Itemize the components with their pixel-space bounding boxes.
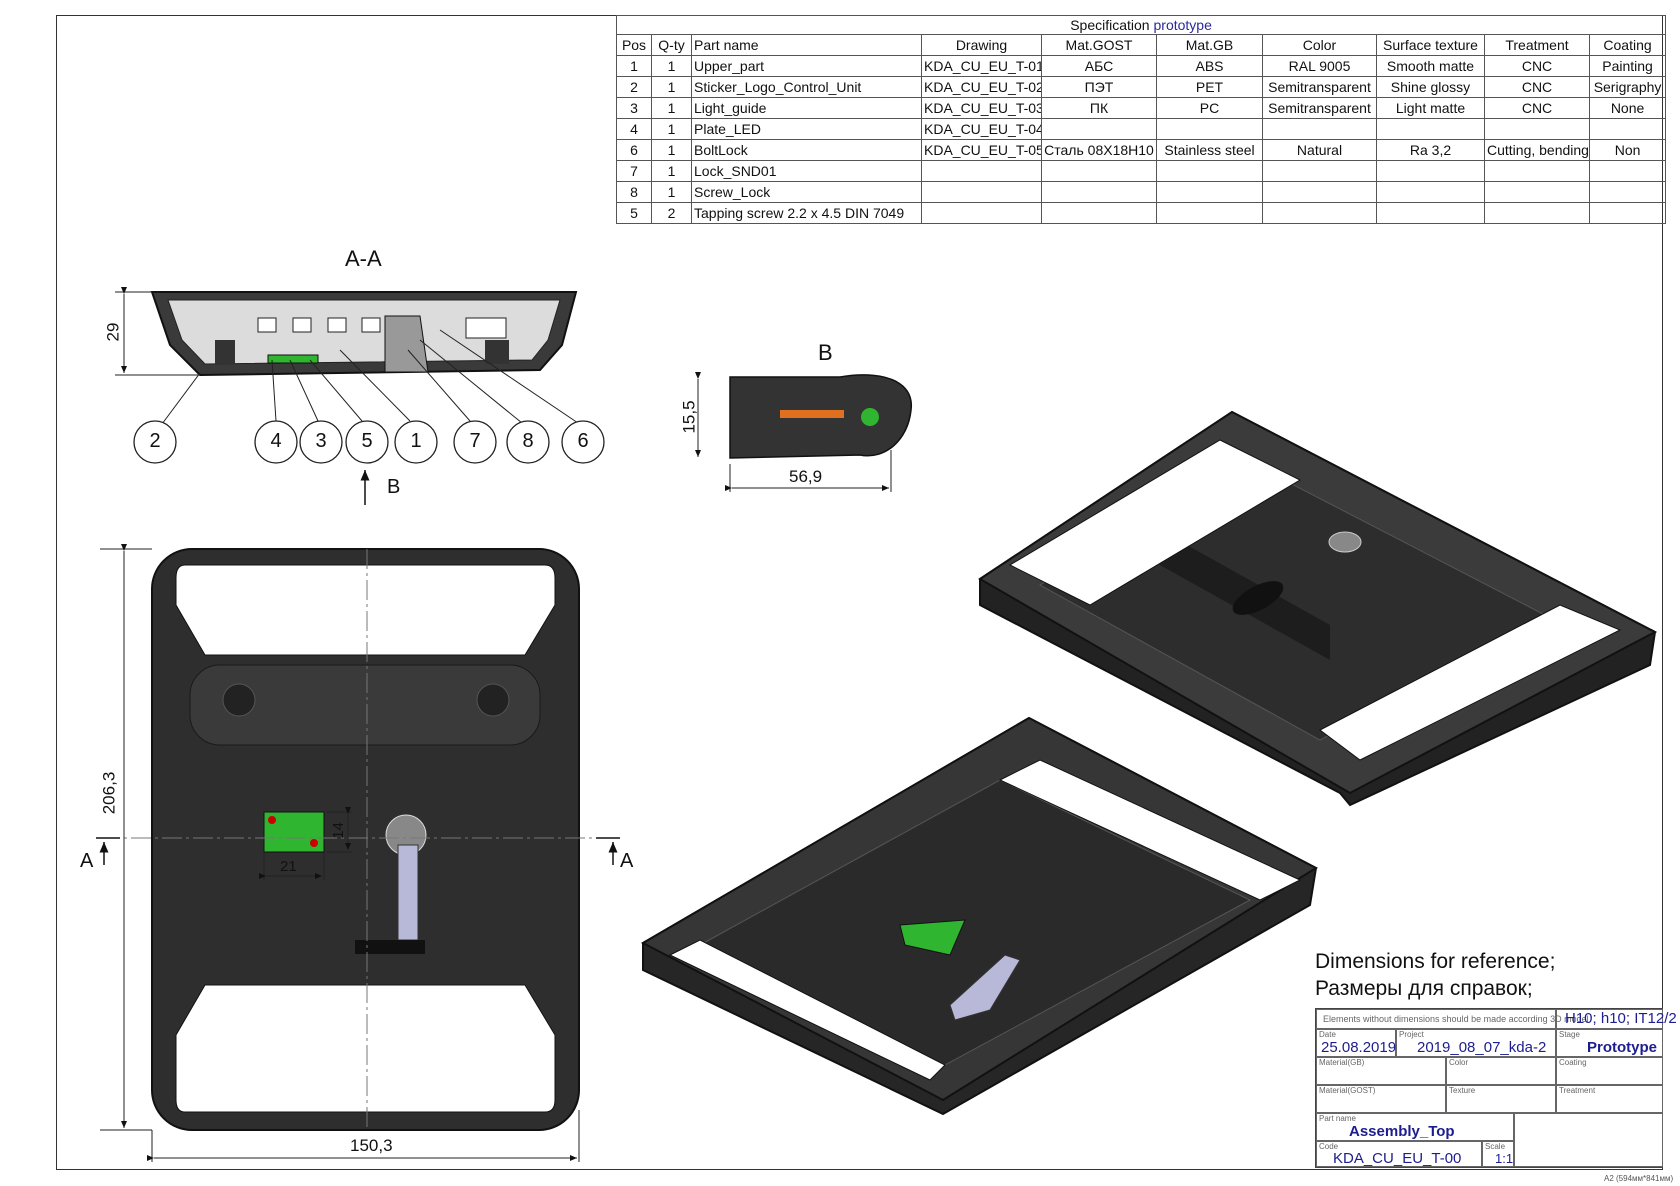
view-b-width-dim: 56,9 <box>789 467 823 486</box>
note-reference-en: Dimensions for reference; <box>1315 950 1556 973</box>
isometric-view-top <box>978 410 1658 807</box>
callout-balloon: 1 <box>410 430 422 452</box>
general-note: Elements without dimensions should be ma… <box>1323 1014 1589 1024</box>
callout-balloon: 4 <box>270 430 282 452</box>
spec-cell: ABS <box>1156 55 1263 77</box>
spec-cell: RAL 9005 <box>1262 55 1377 77</box>
date: 25.08.2019 <box>1321 1039 1397 1056</box>
section-label: A-A <box>345 246 382 271</box>
title-block-field-label: Code <box>1319 1142 1339 1151</box>
spec-cell: KDA_CU_EU_T-02 <box>921 76 1042 98</box>
spec-cell: Plate_LED <box>691 118 922 140</box>
view-b-arrow-label: B <box>387 476 401 498</box>
plan-view <box>96 544 620 1162</box>
spec-cell: Tapping screw 2.2 x 4.5 DIN 7049 <box>691 202 922 224</box>
spec-header-cell: Drawing <box>921 34 1042 56</box>
title-block-field-label: Part name <box>1319 1114 1356 1123</box>
title-block-field-label: Date <box>1319 1030 1336 1039</box>
code: KDA_CU_EU_T-00 <box>1333 1150 1462 1167</box>
led-width-dim: 21 <box>280 858 297 875</box>
isometric-view-bottom <box>640 716 1319 1116</box>
note-reference-ru: Размеры для справок; <box>1315 977 1533 1000</box>
title-block-field-label: Stage <box>1559 1030 1580 1039</box>
spec-cell: KDA_CU_EU_T-04 <box>921 118 1042 140</box>
callout-balloon: 5 <box>361 430 373 452</box>
title-block-field-label: Material(GOST) <box>1319 1086 1376 1095</box>
view-b-label: B <box>818 340 833 365</box>
project: 2019_08_07_kda-2 <box>1417 1039 1547 1056</box>
cut-label-left: A <box>80 850 94 872</box>
spec-cell: Light_guide <box>691 97 922 119</box>
spec-header-cell: Mat.GB <box>1156 34 1263 56</box>
led-height-dim: 14 <box>329 822 347 839</box>
part-name: Assembly_Top <box>1349 1123 1455 1140</box>
spec-cell: Sticker_Logo_Control_Unit <box>691 76 922 98</box>
spec-cell: Smooth matte <box>1376 55 1485 77</box>
title-block-field-label: Coating <box>1559 1058 1587 1067</box>
spec-header-cell: Mat.GOST <box>1041 34 1157 56</box>
title-block-field-label: Texture <box>1449 1086 1476 1095</box>
cut-label-right: A <box>620 850 634 872</box>
title-block-field-label: Color <box>1449 1058 1469 1067</box>
stage: Prototype <box>1587 1039 1658 1056</box>
title-block-field-label: Material(GB) <box>1319 1058 1365 1067</box>
section-view-a-a <box>115 287 605 505</box>
view-b-height-dim: 15,5 <box>679 400 699 434</box>
title-block-field-label: Treatment <box>1559 1086 1596 1095</box>
title-block-field-label: Project <box>1399 1030 1424 1039</box>
plan-height-dim: 206,3 <box>99 771 119 815</box>
spec-cell: KDA_CU_EU_T-01 <box>921 55 1042 77</box>
callout-balloon: 6 <box>577 430 589 452</box>
spec-cell: Painting <box>1588 55 1667 77</box>
callout-balloon: 7 <box>469 430 481 452</box>
title-block: Elements without dimensions should be ma… <box>1315 1008 1677 1168</box>
spec-cell: ПК <box>1041 97 1157 119</box>
spec-cell: 5 <box>616 202 652 224</box>
spec-cell: Сталь 08Х18Н10 <box>1041 139 1157 161</box>
sticker-logo <box>780 408 879 426</box>
callout-balloon: 3 <box>315 430 327 452</box>
spec-cell: None <box>1588 97 1667 119</box>
spec-cell <box>1588 202 1667 224</box>
sheet-format: A2 (594мм*841мм) <box>1604 1174 1674 1183</box>
title-block-field-label: Scale <box>1485 1142 1506 1151</box>
spec-cell: Lock_SND01 <box>691 160 922 182</box>
callout-balloon: 8 <box>522 430 534 452</box>
callout-balloon: 2 <box>149 430 161 452</box>
section-height-dim: 29 <box>103 322 123 342</box>
spec-cell: Semitransparent <box>1262 76 1377 98</box>
view-b-sticker <box>695 372 912 492</box>
scale: 1:1 <box>1495 1151 1514 1166</box>
tolerance: H10; h10; IT12/2 <box>1565 1010 1677 1027</box>
plan-width-dim: 150,3 <box>350 1136 393 1155</box>
